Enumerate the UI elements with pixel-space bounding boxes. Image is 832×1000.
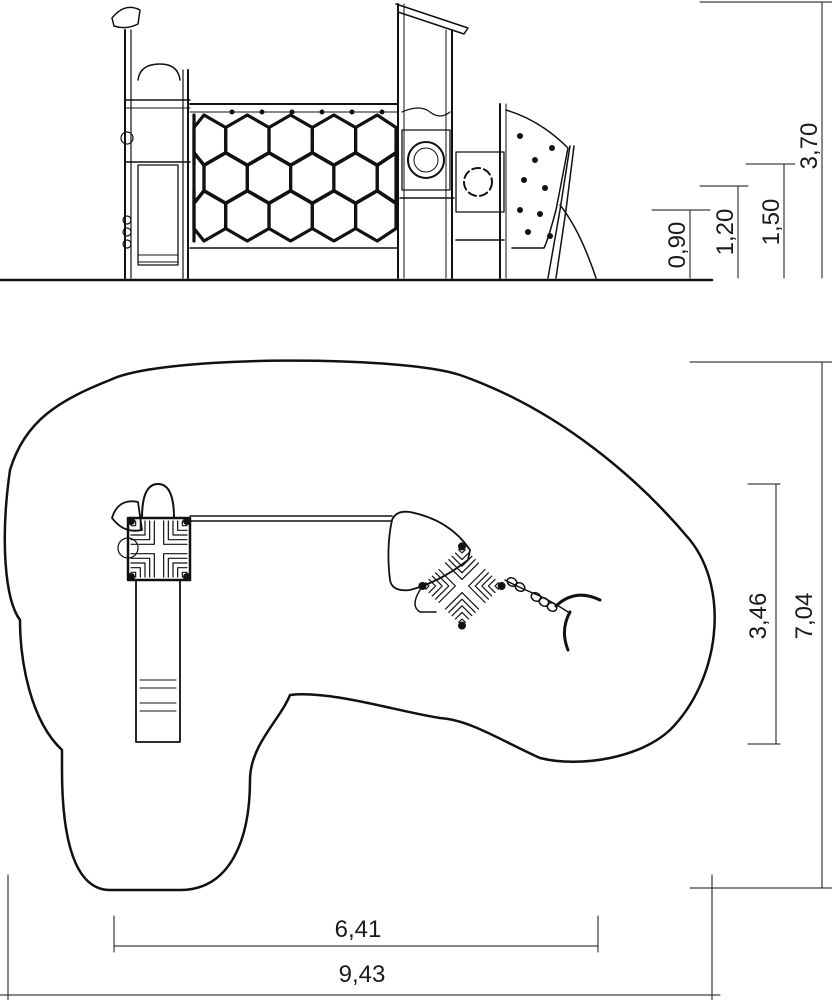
steering-wheel-icon-plan xyxy=(111,500,143,532)
plan-view: 3,46 7,04 6,41 9,43 xyxy=(0,359,832,1000)
plan-slide xyxy=(135,579,181,743)
steering-wheel-icon xyxy=(111,6,141,29)
platform-pattern-right xyxy=(418,542,506,630)
slide-front xyxy=(137,164,179,266)
porthole-window xyxy=(407,141,445,179)
right-climb-section xyxy=(455,103,597,279)
height-label-h4: 3,70 xyxy=(796,123,823,170)
plan-climbing-net xyxy=(504,579,569,613)
plan-bridge xyxy=(189,515,393,522)
arch-handle xyxy=(137,63,181,81)
height-label-h2: 1,20 xyxy=(712,209,739,256)
plan-roof xyxy=(387,510,471,592)
safety-area-outline xyxy=(3,359,716,892)
rope-ladder xyxy=(559,204,597,279)
elevation-view: 0,90 1,20 1,50 3,70 xyxy=(0,1,832,282)
plan-chain-beads xyxy=(506,576,558,613)
plan-depth-inner: 3,46 xyxy=(745,593,772,640)
hex-net xyxy=(192,109,398,243)
climbing-holds xyxy=(517,133,555,239)
climbing-wall xyxy=(505,109,569,249)
plan-dimensions: 3,46 7,04 6,41 9,43 xyxy=(0,361,832,1000)
plan-width-outer: 9,43 xyxy=(339,961,386,988)
left-tower xyxy=(111,6,191,279)
plan-width-inner: 6,41 xyxy=(335,916,382,943)
plan-left-platform xyxy=(111,483,192,743)
central-tower xyxy=(395,3,469,279)
hex-net-panel xyxy=(189,103,399,249)
plan-anchor-arc xyxy=(554,593,602,652)
height-dimensions: 0,90 1,20 1,50 3,70 xyxy=(651,1,832,279)
platform-pattern-left xyxy=(127,517,191,581)
plan-right-tower xyxy=(387,510,602,652)
plan-depth-outer: 7,04 xyxy=(791,593,818,640)
height-label-h3: 1,50 xyxy=(758,199,785,246)
height-label-h1: 0,90 xyxy=(664,222,691,269)
